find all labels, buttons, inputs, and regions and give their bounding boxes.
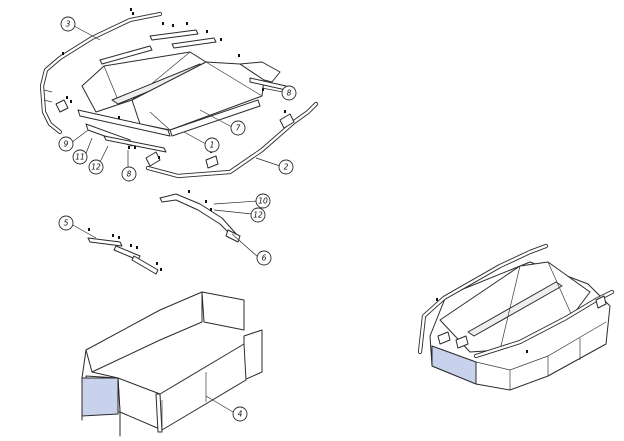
callout-3: 3 — [60, 16, 76, 32]
leader-lines — [70, 25, 284, 413]
highlighted-end-panel — [81, 377, 119, 417]
assembled-view — [417, 243, 615, 391]
exploded-frame-assembly — [39, 8, 319, 179]
callout-4: 4 — [232, 406, 248, 422]
svg-text:12: 12 — [253, 211, 263, 220]
callout-10: 10 — [255, 193, 271, 209]
callout-6: 6 — [256, 250, 272, 266]
svg-text:11: 11 — [75, 153, 85, 162]
svg-text:9: 9 — [64, 140, 69, 149]
callout-9: 9 — [58, 136, 74, 152]
svg-text:5: 5 — [64, 219, 69, 228]
svg-text:8: 8 — [287, 89, 292, 98]
svg-text:8: 8 — [127, 170, 132, 179]
svg-text:3: 3 — [66, 20, 71, 29]
svg-text:6: 6 — [262, 254, 267, 263]
svg-text:7: 7 — [236, 124, 241, 133]
assembled-highlighted-panel — [431, 345, 477, 385]
top-small-bars — [99, 29, 217, 65]
callout-12-top: 12 — [88, 159, 104, 175]
part-2-rail-tube — [145, 101, 319, 179]
callout-8-top: 8 — [281, 85, 297, 101]
callout-5: 5 — [58, 215, 74, 231]
bolt-hardware — [62, 8, 286, 159]
svg-text:4: 4 — [238, 410, 243, 419]
svg-text:2: 2 — [284, 163, 289, 172]
mid-exploded-parts — [87, 190, 241, 275]
callout-11: 11 — [72, 149, 88, 165]
part-3-rail-tube — [39, 11, 163, 135]
part-4-shell-walls — [81, 291, 263, 437]
callout-1: 1 — [204, 137, 220, 153]
callout-12-mid: 12 — [250, 207, 266, 223]
callout-7: 7 — [230, 120, 246, 136]
svg-text:12: 12 — [91, 163, 101, 172]
svg-text:10: 10 — [258, 197, 268, 206]
callout-2: 2 — [278, 159, 294, 175]
tube-brackets — [55, 99, 295, 169]
svg-text:1: 1 — [210, 141, 215, 150]
part-5-short-bars — [87, 228, 162, 275]
callout-8-bottom: 8 — [121, 166, 137, 182]
callouts: 3 8 7 1 2 9 11 12 — [58, 16, 297, 422]
part-6-curved-bar — [159, 193, 239, 241]
